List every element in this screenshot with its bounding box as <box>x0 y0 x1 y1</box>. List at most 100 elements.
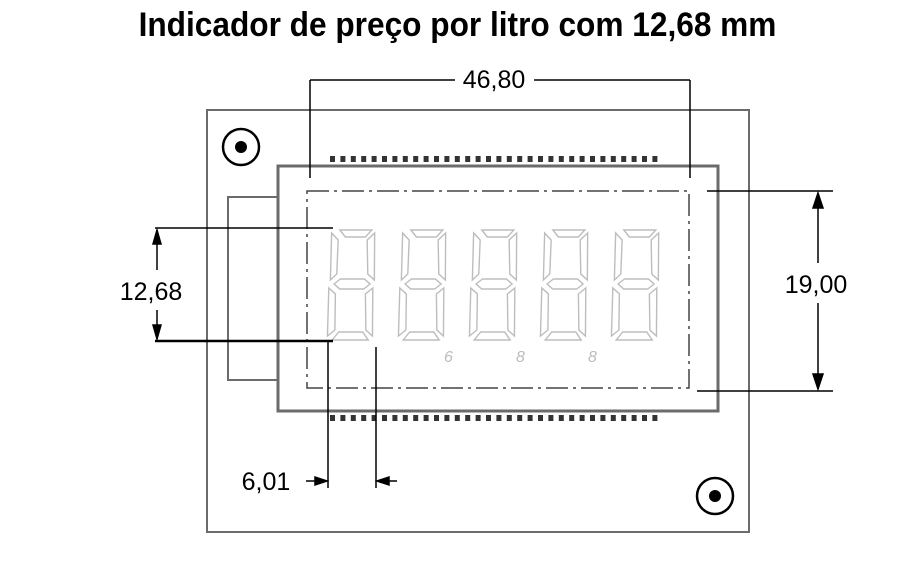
pin <box>392 156 398 162</box>
segment <box>437 231 447 282</box>
pin <box>434 156 439 162</box>
pin <box>631 415 637 421</box>
pin <box>631 156 637 162</box>
pin <box>652 415 658 421</box>
pin <box>413 156 419 162</box>
segment <box>332 278 372 290</box>
pin <box>506 415 512 421</box>
segment <box>397 286 408 338</box>
pin <box>382 156 387 162</box>
dimension-window-height <box>697 190 833 392</box>
pin <box>610 415 616 421</box>
pin <box>579 415 585 421</box>
pin <box>423 415 429 421</box>
pin <box>330 415 335 421</box>
dimension-digit-pitch <box>306 340 397 488</box>
dimension-digit-height-label: 12,68 <box>120 278 183 306</box>
pin <box>496 415 502 421</box>
pin <box>340 156 346 162</box>
segment <box>613 231 623 282</box>
dimension-width <box>309 79 691 178</box>
segment <box>330 331 370 341</box>
pin <box>454 156 460 162</box>
pin <box>538 415 543 421</box>
dimension-window-height-label: 19,00 <box>785 271 848 299</box>
decimal-label: 6 <box>444 349 453 366</box>
pin <box>590 156 595 162</box>
decimal-label: 8 <box>588 349 597 366</box>
pin <box>600 156 606 162</box>
segment <box>403 278 443 290</box>
segment <box>326 286 337 338</box>
pin <box>465 415 471 421</box>
segment <box>401 331 441 341</box>
segment <box>543 331 583 341</box>
pin <box>569 156 575 162</box>
pin <box>621 156 627 162</box>
segment <box>508 231 518 282</box>
pin <box>454 415 460 421</box>
pin <box>444 156 450 162</box>
pin <box>465 156 471 162</box>
segment <box>338 229 374 238</box>
pins-bottom-row <box>330 415 658 421</box>
segment <box>539 286 550 338</box>
segment <box>474 278 514 290</box>
seven-segment-digit <box>610 229 660 341</box>
segment <box>409 229 445 238</box>
mounting-hole-top-left <box>221 127 261 167</box>
pin <box>642 415 647 421</box>
segment <box>577 286 587 338</box>
segment <box>648 286 658 338</box>
segment <box>551 229 587 238</box>
pin <box>371 156 377 162</box>
dimension-digit-pitch-label: 6,01 <box>242 468 291 496</box>
segment <box>506 286 516 338</box>
segment <box>472 331 512 341</box>
pin <box>538 156 543 162</box>
segment <box>622 229 658 238</box>
pin <box>506 156 512 162</box>
segment <box>542 231 552 282</box>
pin <box>340 415 346 421</box>
pin <box>527 156 533 162</box>
seven-segment-digit <box>397 229 447 341</box>
pin <box>444 415 450 421</box>
pin <box>517 415 523 421</box>
pin <box>402 415 408 421</box>
diagram-title: Indicador de preço por litro com 12,68 m… <box>138 6 777 44</box>
pin <box>548 156 554 162</box>
pin <box>558 415 564 421</box>
pin <box>434 415 439 421</box>
segment <box>616 278 656 290</box>
pin <box>600 415 606 421</box>
pin <box>350 156 356 162</box>
pin <box>330 156 335 162</box>
side-connector <box>227 196 278 381</box>
pin <box>475 415 481 421</box>
segment <box>366 231 376 282</box>
segment <box>545 278 585 290</box>
segment <box>480 229 516 238</box>
dimension-width-label: 46,80 <box>463 66 526 94</box>
pin <box>527 415 533 421</box>
pin <box>579 156 585 162</box>
pin <box>548 415 554 421</box>
segment <box>400 231 410 282</box>
pin <box>590 415 595 421</box>
pin <box>475 156 481 162</box>
pin <box>486 156 491 162</box>
segment <box>364 286 374 338</box>
pin <box>350 415 356 421</box>
dimension-digit-height <box>152 227 333 343</box>
segment <box>610 286 621 338</box>
pin <box>558 156 564 162</box>
pin <box>496 156 502 162</box>
seven-segment-digit <box>326 229 376 341</box>
seven-segment-digit <box>468 229 518 341</box>
segment <box>435 286 445 338</box>
segment <box>329 231 339 282</box>
pin <box>382 415 387 421</box>
pin <box>413 415 419 421</box>
